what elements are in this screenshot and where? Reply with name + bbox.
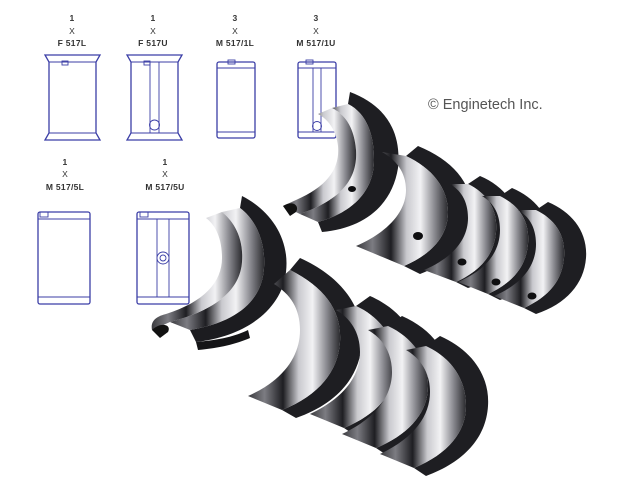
diagram-qty: 3 xyxy=(313,13,318,23)
diagram-x: X xyxy=(62,169,68,179)
diagram-code: F 517L xyxy=(58,38,87,48)
diagram-x: X xyxy=(69,26,75,36)
diagram-code: F 517U xyxy=(138,38,168,48)
diagram-label-m517-1l: 3 X M 517/1L xyxy=(216,13,254,48)
diagram-label-m517-5u: 1 X M 517/5U xyxy=(145,157,184,192)
diagram-m517-5u xyxy=(136,211,190,305)
diagram-qty: 1 xyxy=(150,13,155,23)
diagram-label-f517u: 1 X F 517U xyxy=(138,13,168,48)
diagram-code: M 517/1L xyxy=(216,38,254,48)
bearing-flanged-lower xyxy=(151,196,287,350)
bearing-lower-row-4 xyxy=(380,336,489,476)
diagram-m517-1u xyxy=(297,59,337,139)
diagram-qty: 1 xyxy=(62,157,67,167)
bearing-lower-row-1 xyxy=(248,258,363,418)
diagram-qty: 1 xyxy=(162,157,167,167)
diagram-label-m517-1u: 3 X M 517/1U xyxy=(296,13,335,48)
diagram-label-f517l: 1 X F 517L xyxy=(58,13,87,48)
bearing-upper-row-4 xyxy=(494,202,587,314)
diagram-m517-1l xyxy=(216,59,256,139)
copyright-text: © Enginetech Inc. xyxy=(428,97,543,113)
diagram-qty: 1 xyxy=(69,13,74,23)
diagram-label-m517-5l: 1 X M 517/5L xyxy=(46,157,84,192)
diagram-x: X xyxy=(150,26,156,36)
diagram-f517l xyxy=(43,54,102,141)
bearing-flanged-upper xyxy=(283,92,399,232)
diagram-f517u xyxy=(125,54,184,141)
diagram-code: M 517/5U xyxy=(145,182,184,192)
diagram-m517-5l xyxy=(37,211,91,305)
bearing-upper-row-1 xyxy=(356,146,472,274)
diagram-code: M 517/5L xyxy=(46,182,84,192)
diagram-x: X xyxy=(162,169,168,179)
diagram-x: X xyxy=(313,26,319,36)
diagram-qty: 3 xyxy=(232,13,237,23)
diagram-x: X xyxy=(232,26,238,36)
diagram-code: M 517/1U xyxy=(296,38,335,48)
